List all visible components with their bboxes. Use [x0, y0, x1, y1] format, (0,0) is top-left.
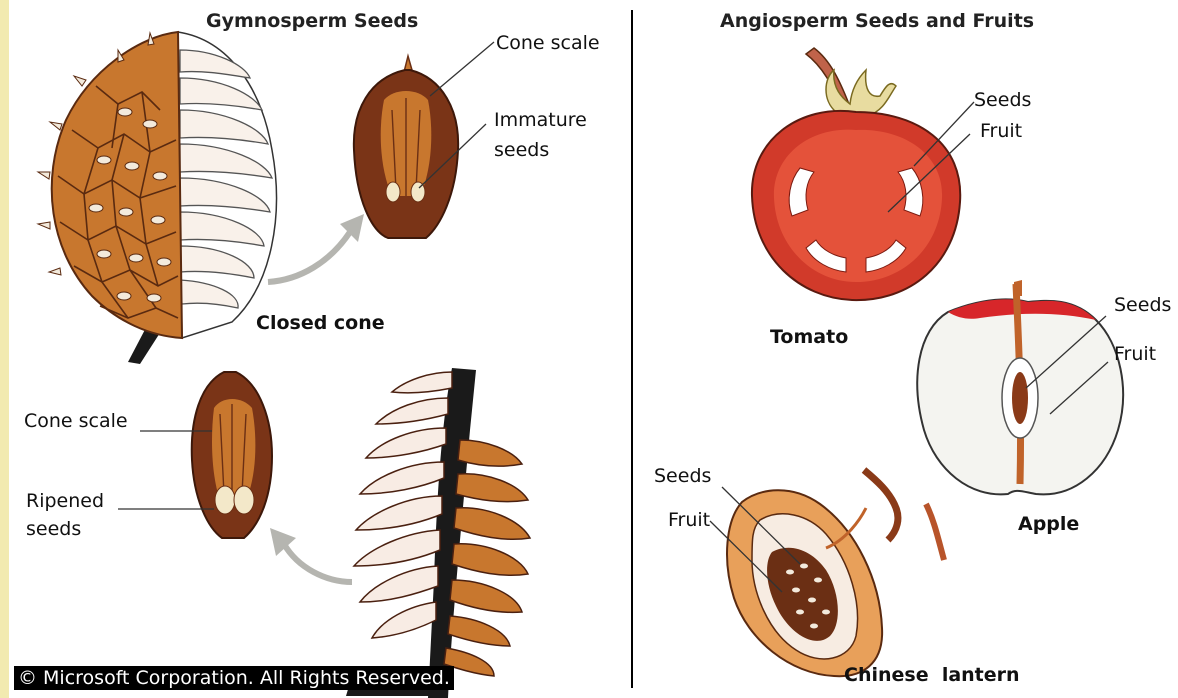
gymnosperm-title: Gymnosperm Seeds — [206, 10, 418, 32]
label-immature-line2: seeds — [494, 135, 549, 165]
caption-closed-cone: Closed cone — [256, 312, 385, 334]
section-divider — [631, 10, 633, 688]
label-ripened-line2: seeds — [26, 514, 81, 544]
closed-cone-illustration — [38, 32, 276, 364]
caption-chinese-lantern: Chinese lantern — [844, 664, 1020, 686]
label-immature-line1: Immature — [494, 105, 587, 135]
chinese-lantern-illustration — [710, 470, 944, 676]
apple-illustration — [917, 280, 1123, 494]
label-ripened-line1: Ripened — [26, 486, 104, 516]
label-lantern-seeds: Seeds — [654, 461, 711, 491]
ripened-cone-scale-illustration — [118, 372, 272, 538]
copyright-notice: © Microsoft Corporation. All Rights Rese… — [14, 666, 454, 690]
label-tomato-seeds: Seeds — [974, 85, 1031, 115]
label-cone-scale-top: Cone scale — [496, 28, 600, 58]
label-cone-scale-bottom: Cone scale — [24, 406, 128, 436]
label-apple-fruit: Fruit — [1114, 339, 1156, 369]
immature-cone-scale-illustration — [354, 42, 494, 238]
label-tomato-fruit: Fruit — [980, 116, 1022, 146]
label-apple-seeds: Seeds — [1114, 290, 1171, 320]
label-lantern-fruit: Fruit — [668, 505, 710, 535]
tomato-illustration — [752, 48, 974, 300]
caption-apple: Apple — [1018, 513, 1079, 535]
caption-tomato: Tomato — [770, 326, 848, 348]
arrow-to-immature-scale — [268, 214, 364, 282]
angiosperm-title: Angiosperm Seeds and Fruits — [720, 10, 1034, 32]
open-cone-illustration — [346, 368, 530, 698]
arrow-to-ripened-scale — [270, 528, 352, 582]
